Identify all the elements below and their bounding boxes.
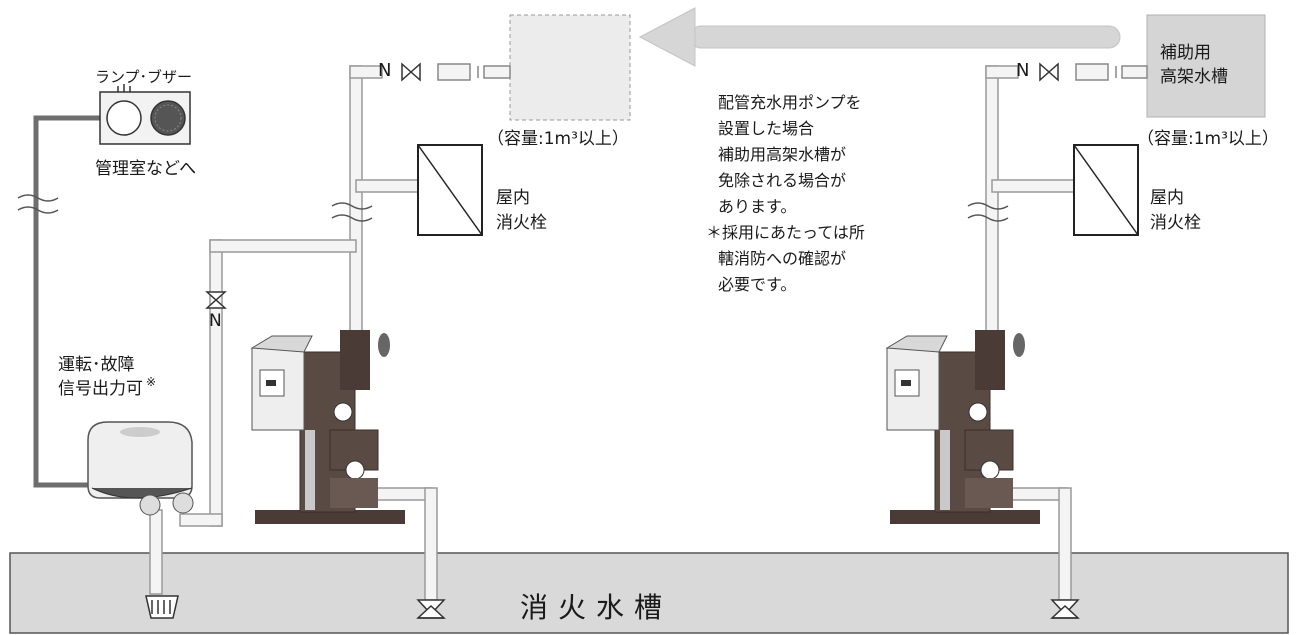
right-riser-pipe: [985, 65, 1077, 601]
note-line: 補助用高架水槽が: [718, 145, 847, 164]
lamp-buzzer-label: ランプ･ブザー: [95, 68, 193, 86]
filler-pump-pipe: [149, 239, 357, 595]
gate-valve-left: [401, 62, 421, 82]
fire-water-tank-label: 消火水槽: [520, 591, 673, 624]
lamp-buzzer-unit: [99, 84, 191, 145]
check-valve-filler-symbol: N: [209, 311, 222, 331]
gate-valve-left-symbol: N: [378, 60, 392, 81]
control-room-label: 管理室などへ: [95, 159, 197, 179]
note-line: ＊採用にあたっては所: [706, 223, 865, 242]
gate-valve-right: [1039, 62, 1059, 82]
signal-output-label-2: 信号出力可: [58, 379, 143, 399]
fire-pump-unit-left: [250, 330, 405, 524]
foot-basket-filler: [145, 595, 179, 619]
break-marks-right-riser: [967, 202, 1009, 222]
indoor-hydrant-left: [417, 144, 483, 236]
filler-pump-note: 配管充水用ポンプを 設置した場合 補助用高架水槽が 免除される場合が あります。…: [706, 90, 865, 298]
indoor-hydrant-left-label-1: 屋内: [496, 188, 530, 208]
direction-arrow: [638, 7, 1121, 67]
capacity-right-label: （容量:1m³以上）: [1137, 129, 1279, 149]
left-riser-pipe: [349, 65, 438, 601]
aux-tank-label-2: 高架水槽: [1160, 67, 1228, 87]
foot-valve-left: [416, 599, 446, 619]
note-line: あります。: [718, 197, 797, 216]
signal-output-label-1: 運転･故障: [58, 355, 135, 375]
signal-output-mark: ※: [146, 375, 157, 389]
aux-elevated-tank: [1146, 14, 1266, 118]
indoor-hydrant-left-label-2: 消火栓: [496, 213, 547, 233]
aux-tank-label-1: 補助用: [1160, 43, 1211, 63]
note-line: 免除される場合が: [718, 171, 847, 190]
filler-pump: [87, 421, 194, 516]
foot-valve-right: [1050, 599, 1080, 619]
capacity-left-label: （容量:1m³以上）: [487, 129, 629, 149]
signal-wire: [33, 115, 100, 488]
indoor-hydrant-right-label-1: 屋内: [1150, 188, 1184, 208]
optional-aux-tank: [509, 14, 631, 121]
indoor-hydrant-right: [1073, 144, 1139, 236]
note-line: 必要です。: [718, 275, 797, 294]
note-line: 轄消防への確認が: [718, 249, 847, 268]
left-top-connector: [437, 63, 511, 81]
break-marks-signal-wire: [17, 194, 59, 214]
fire-water-tank: [9, 552, 1289, 634]
fire-pump-unit-right: [885, 330, 1040, 524]
check-valve-filler: [205, 291, 227, 309]
note-line: 設置した場合: [718, 119, 815, 138]
note-line: 配管充水用ポンプを: [718, 93, 862, 112]
gate-valve-right-symbol: N: [1016, 60, 1030, 81]
indoor-hydrant-right-label-2: 消火栓: [1150, 213, 1201, 233]
break-marks-left-riser: [331, 202, 373, 222]
right-top-connector: [1075, 63, 1148, 81]
